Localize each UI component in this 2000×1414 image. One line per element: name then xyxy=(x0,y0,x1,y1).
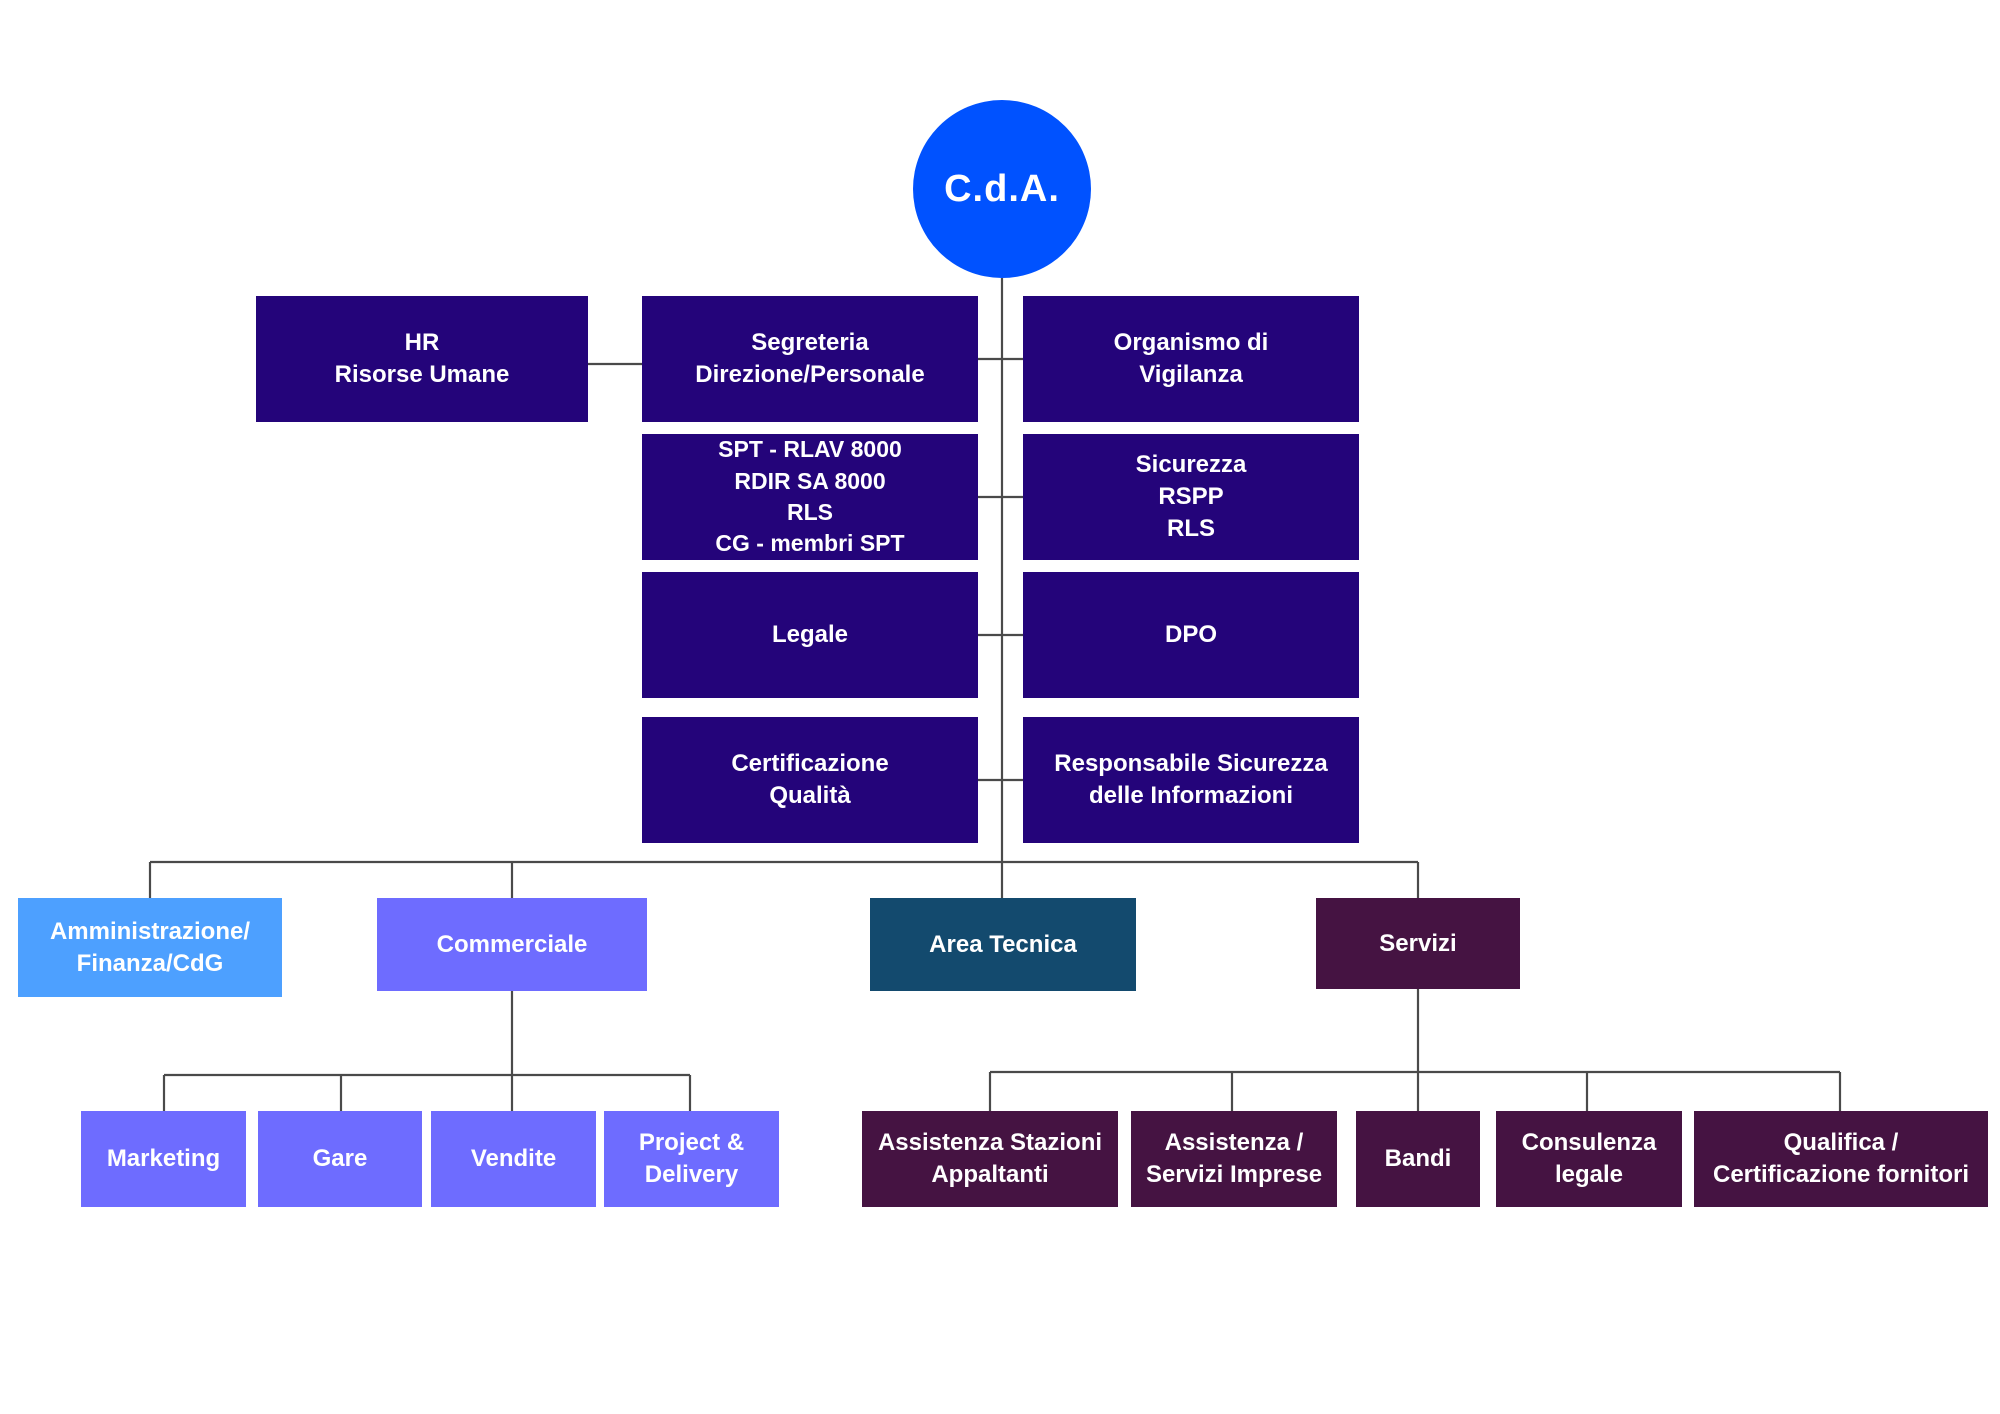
node-assistenza-servizi-imprese: Assistenza / Servizi Imprese xyxy=(1131,1111,1337,1207)
node-hr: HR Risorse Umane xyxy=(256,296,588,422)
node-marketing: Marketing xyxy=(81,1111,246,1207)
node-sicurezza: Sicurezza RSPP RLS xyxy=(1023,434,1359,560)
node-vendite: Vendite xyxy=(431,1111,596,1207)
node-qualifica-certificazione-fornitori: Qualifica / Certificazione fornitori xyxy=(1694,1111,1988,1207)
node-spt: SPT - RLAV 8000 RDIR SA 8000 RLS CG - me… xyxy=(642,434,978,560)
node-amministrazione: Amministrazione/ Finanza/CdG xyxy=(18,898,282,997)
node-consulenza-legale: Consulenza legale xyxy=(1496,1111,1682,1207)
node-commerciale: Commerciale xyxy=(377,898,647,991)
node-area-tecnica: Area Tecnica xyxy=(870,898,1136,991)
node-dpo: DPO xyxy=(1023,572,1359,698)
node-project-delivery: Project & Delivery xyxy=(604,1111,779,1207)
node-organismo-vigilanza: Organismo di Vigilanza xyxy=(1023,296,1359,422)
board-node: C.d.A. xyxy=(913,100,1091,278)
node-certificazione-qualita: Certificazione Qualità xyxy=(642,717,978,843)
node-responsabile-sicurezza-informazioni: Responsabile Sicurezza delle Informazion… xyxy=(1023,717,1359,843)
node-legale: Legale xyxy=(642,572,978,698)
node-bandi: Bandi xyxy=(1356,1111,1480,1207)
node-servizi: Servizi xyxy=(1316,898,1520,989)
node-assistenza-stazioni-appaltanti: Assistenza Stazioni Appaltanti xyxy=(862,1111,1118,1207)
node-gare: Gare xyxy=(258,1111,422,1207)
node-segreteria: Segreteria Direzione/Personale xyxy=(642,296,978,422)
